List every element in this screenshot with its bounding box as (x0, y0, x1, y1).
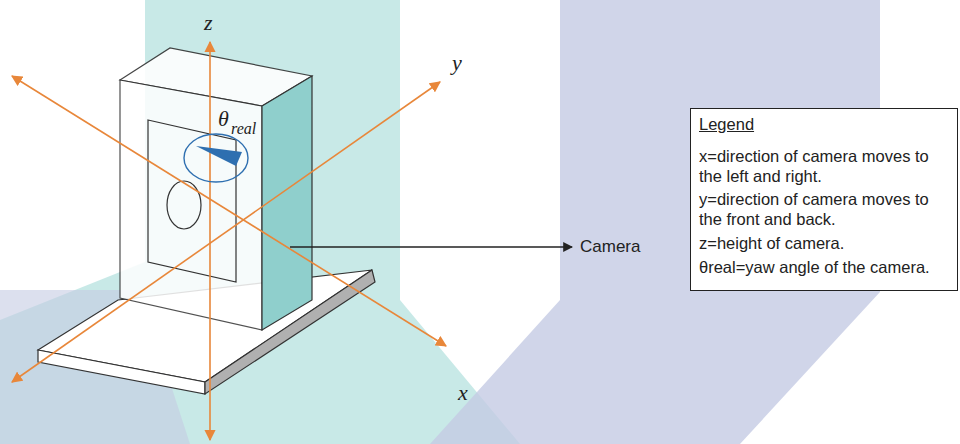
axis-label: z (204, 12, 213, 34)
legend-entry: x=direction of camera moves to the left … (699, 147, 949, 187)
camera-lens (167, 181, 201, 229)
y-axis (12, 82, 440, 382)
teal-field (0, 0, 520, 444)
legend-entry: y=direction of camera moves to the front… (699, 190, 949, 230)
axis-label: x (458, 382, 468, 404)
camera-screen (148, 120, 236, 282)
angle-subscript: real (231, 121, 256, 137)
z-axis (209, 42, 211, 440)
axis-label: y (452, 52, 462, 74)
legend-entry: z=height of camera. (699, 234, 949, 254)
camera-leader (290, 246, 572, 247)
camera-front (120, 80, 262, 330)
yaw-loop (184, 134, 248, 182)
legend-box: Legend x=direction of camera moves to the… (690, 108, 958, 291)
part-label: Camera (580, 238, 640, 255)
base-front (38, 350, 205, 394)
yaw-arrow (196, 146, 242, 166)
legend-heading: Legend (699, 115, 949, 135)
legend-entry: θreal=yaw angle of the camera. (699, 258, 949, 278)
camera-side (262, 76, 312, 330)
angle-symbol: θ (218, 108, 229, 130)
x-axis (12, 76, 446, 346)
